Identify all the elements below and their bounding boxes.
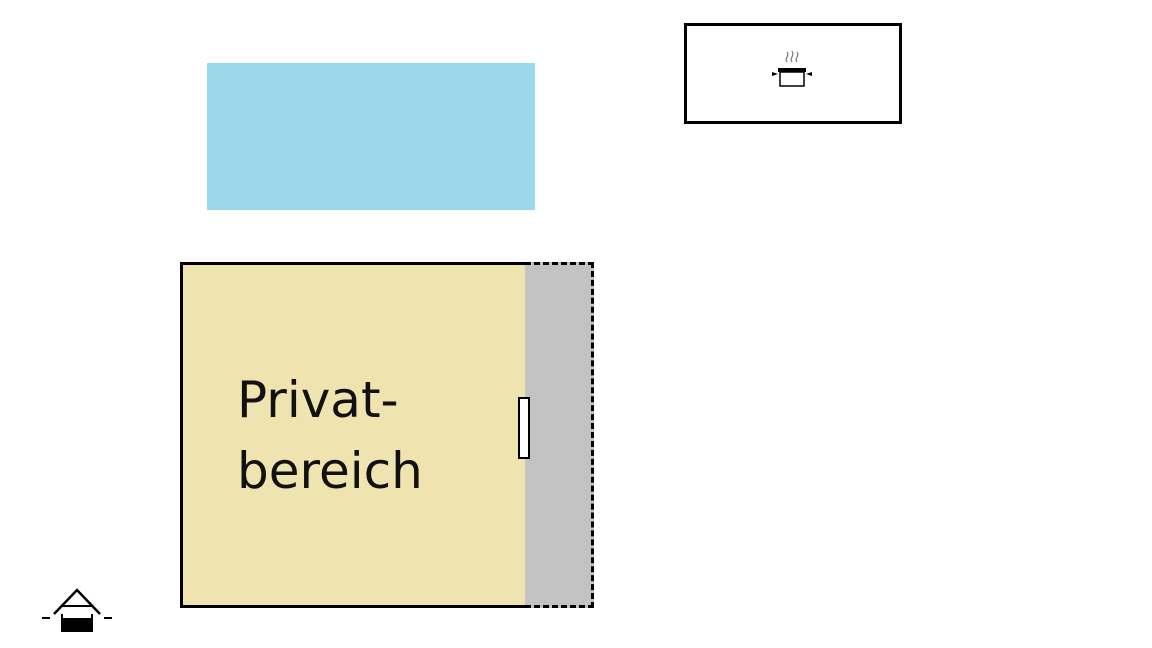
cooking-pot-icon [772, 50, 812, 87]
well-icon [42, 588, 112, 632]
terrace-area [525, 262, 594, 608]
private-area-label: Privat- bereich [237, 371, 423, 500]
pool-area [207, 63, 535, 210]
door [518, 397, 530, 459]
private-area: Privat- bereich [180, 262, 528, 608]
kitchen-area [684, 23, 902, 124]
